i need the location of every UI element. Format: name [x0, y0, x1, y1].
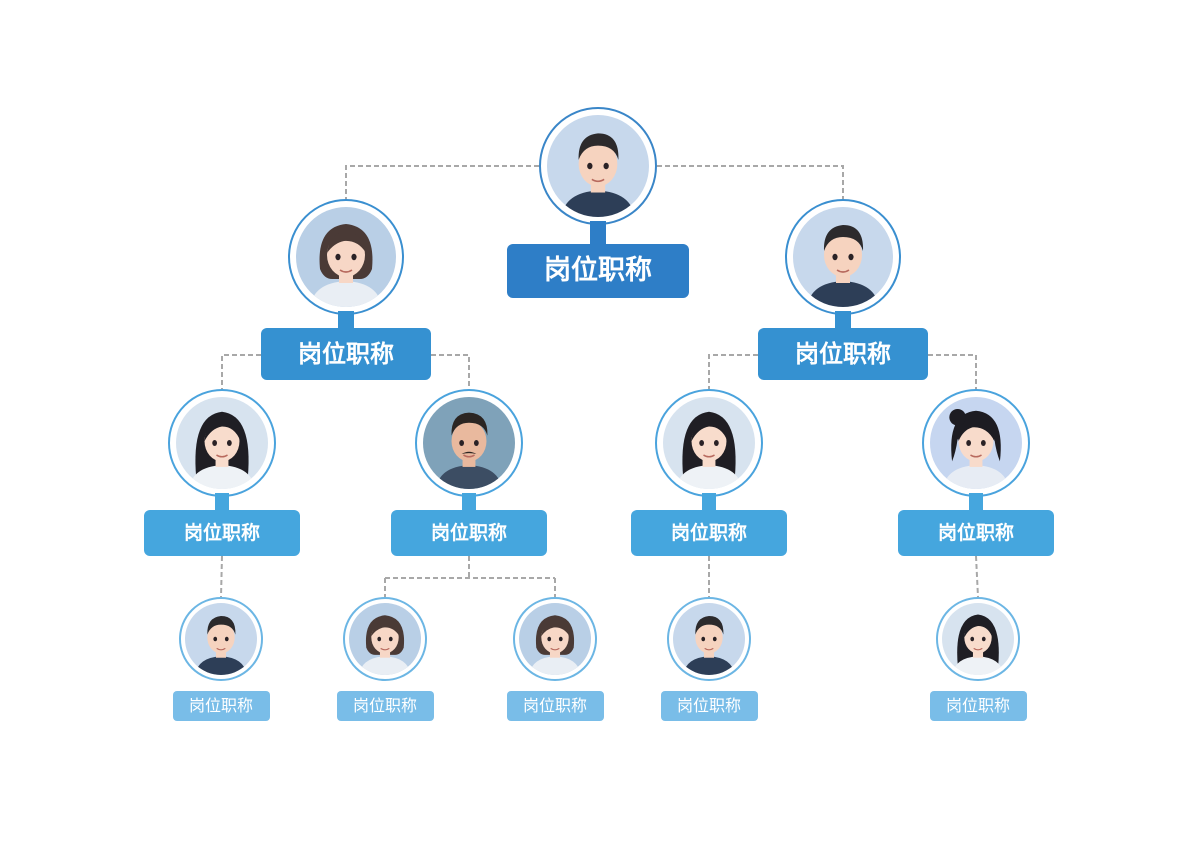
- position-title-label: 岗位职称: [261, 328, 431, 380]
- position-title-label: 岗位职称: [507, 244, 689, 298]
- avatar-label-stem: [969, 493, 983, 512]
- long-hair-woman-avatar-icon: [655, 389, 763, 497]
- position-title-label: 岗位职称: [391, 510, 547, 556]
- young-man-avatar-icon: [667, 597, 751, 681]
- position-title-label: 岗位职称: [336, 691, 434, 721]
- long-hair-woman-avatar-icon: [936, 597, 1020, 681]
- avatar-label-stem: [835, 311, 851, 330]
- position-title-label: 岗位职称: [631, 510, 787, 556]
- young-man-avatar-icon: [179, 597, 263, 681]
- position-title-label: 岗位职称: [172, 691, 270, 721]
- mustache-man-avatar-icon: [415, 389, 523, 497]
- young-man-avatar-icon: [539, 107, 657, 225]
- position-title-label: 岗位职称: [898, 510, 1054, 556]
- connector-line: [928, 354, 977, 389]
- avatar-label-stem: [590, 221, 606, 246]
- connector-line: [975, 555, 979, 598]
- connector-line: [345, 165, 539, 199]
- position-title-label: 岗位职称: [758, 328, 928, 380]
- connector-line: [431, 354, 470, 389]
- avatar-label-stem: [215, 493, 229, 512]
- connector-line: [220, 555, 223, 598]
- position-title-label: 岗位职称: [660, 691, 758, 721]
- short-hair-woman-avatar-icon: [343, 597, 427, 681]
- ponytail-woman-avatar-icon: [922, 389, 1030, 497]
- position-title-label: 岗位职称: [506, 691, 604, 721]
- avatar-label-stem: [702, 493, 716, 512]
- connector-line: [708, 354, 758, 389]
- position-title-label: 岗位职称: [144, 510, 300, 556]
- short-hair-woman-avatar-icon: [288, 199, 404, 315]
- avatar-label-stem: [338, 311, 354, 330]
- avatar-label-stem: [462, 493, 476, 512]
- position-title-label: 岗位职称: [929, 691, 1027, 721]
- young-man-avatar-icon: [785, 199, 901, 315]
- connector-line: [221, 354, 261, 389]
- short-hair-woman-avatar-icon: [513, 597, 597, 681]
- long-hair-woman-avatar-icon: [168, 389, 276, 497]
- connector-line: [657, 165, 844, 199]
